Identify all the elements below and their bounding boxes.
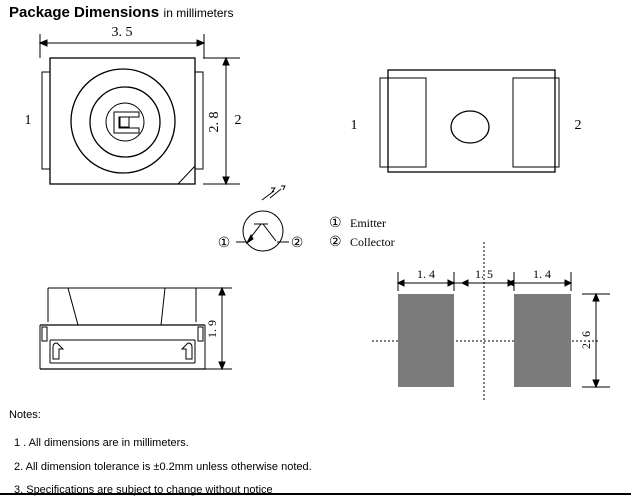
pad-height-label: 2. 6 <box>579 331 593 349</box>
symbol-pin2-marker: ② <box>291 236 304 251</box>
note-item-3: 3. Specifications are subject to change … <box>14 484 273 496</box>
title-main: Package Dimensions <box>9 4 160 21</box>
right-pad <box>514 294 571 387</box>
legend-label-collector: Collector <box>350 235 395 249</box>
bottom-view-pin2-label: 2 <box>575 118 582 133</box>
pin-legend: ① Emitter ② Collector <box>329 216 395 250</box>
side-view: 1. 9 <box>39 286 232 371</box>
pad-gap-label: 1. 5 <box>475 267 493 281</box>
side-view-height-label: 1. 9 <box>205 320 219 338</box>
bottom-view: 1 2 <box>351 69 582 173</box>
right-pad-width-label: 1. 4 <box>533 267 551 281</box>
top-view-height-label: 2. 8 <box>207 112 222 133</box>
symbol-pin1-marker: ① <box>218 236 231 251</box>
note-item-1: 1 . All dimensions are in millimeters. <box>14 437 189 449</box>
bottom-view-pin1-label: 1 <box>351 118 358 133</box>
package-dimensions-title: Package Dimensions in millimeters <box>9 4 234 22</box>
top-view: 3. 5 2. 8 1 2 <box>25 25 242 186</box>
notes-heading: Notes: <box>9 409 41 421</box>
title-unit-note: in millimeters <box>163 6 234 20</box>
note-item-2: 2. All dimension tolerance is ±0.2mm unl… <box>14 461 312 473</box>
top-view-pin1-label: 1 <box>25 113 32 128</box>
pad-layout: 1. 4 1. 5 1. 4 2. 6 <box>372 242 610 400</box>
phototransistor-symbol: ① ② <box>218 185 304 252</box>
legend-marker-2: ② <box>329 235 342 250</box>
legend-label-emitter: Emitter <box>350 216 386 230</box>
page-divider <box>0 493 631 495</box>
top-view-pin2-label: 2 <box>235 113 242 128</box>
legend-marker-1: ① <box>329 216 342 231</box>
left-pad <box>398 294 454 387</box>
top-view-width-label: 3. 5 <box>112 25 133 40</box>
left-pad-width-label: 1. 4 <box>417 267 435 281</box>
